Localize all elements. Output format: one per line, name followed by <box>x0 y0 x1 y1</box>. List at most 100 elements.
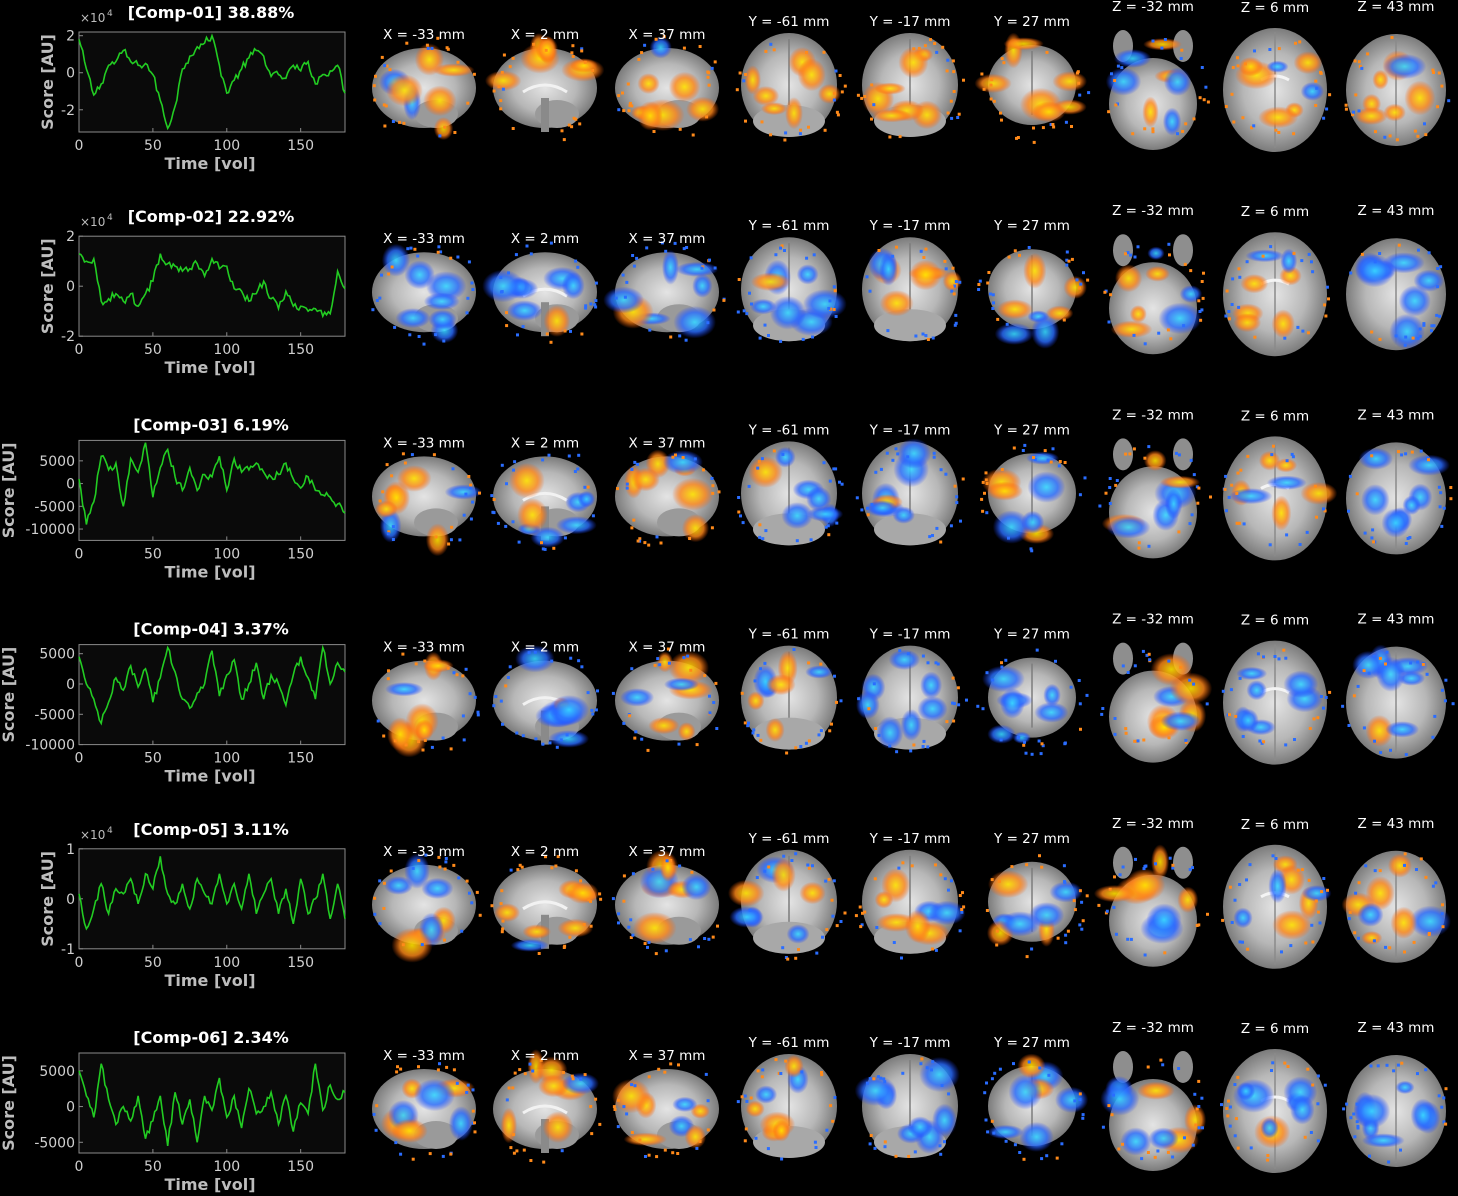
activation-voxel <box>689 668 693 672</box>
activation-voxel <box>1197 1105 1201 1108</box>
activation-voxel <box>591 68 595 72</box>
activation-voxel <box>860 923 864 927</box>
positive-activation-blob <box>1240 274 1269 294</box>
activation-voxel <box>1069 685 1073 689</box>
x-axis-label: Time [vol] <box>164 971 255 990</box>
activation-voxel <box>991 293 995 297</box>
activation-voxel <box>763 869 767 873</box>
activation-voxel <box>1180 48 1184 52</box>
activation-voxel <box>832 879 836 883</box>
activation-voxel <box>414 662 418 666</box>
x-tick-label: 150 <box>287 546 314 562</box>
activation-voxel <box>835 924 839 928</box>
activation-voxel <box>763 661 767 665</box>
activation-voxel <box>1064 941 1068 945</box>
activation-voxel <box>371 308 375 312</box>
activation-voxel <box>706 1099 710 1103</box>
negative-activation-blob <box>482 269 525 303</box>
activation-voxel <box>1177 530 1181 534</box>
activation-voxel <box>589 302 593 306</box>
negative-activation-blob <box>1233 907 1253 929</box>
negative-activation-blob <box>987 724 1016 744</box>
activation-voxel <box>594 1097 598 1101</box>
activation-voxel <box>688 938 692 942</box>
activation-voxel <box>744 1127 748 1131</box>
timeseries-plot-area <box>78 31 346 133</box>
activation-voxel <box>1449 486 1453 489</box>
activation-voxel <box>1253 335 1257 339</box>
activation-voxel <box>389 869 393 873</box>
activation-voxel <box>1352 694 1356 698</box>
activation-voxel <box>922 739 926 743</box>
negative-activation-blob <box>1260 1117 1279 1139</box>
activation-voxel <box>1221 918 1225 922</box>
negative-activation-blob <box>1236 666 1268 681</box>
activation-voxel <box>1151 127 1155 131</box>
activation-voxel <box>943 1140 946 1144</box>
brain-slice-5 <box>856 33 965 139</box>
activation-voxel <box>633 1084 637 1088</box>
activation-voxel <box>863 95 867 98</box>
activation-voxel <box>1388 946 1392 950</box>
activation-voxel <box>383 124 387 128</box>
activation-voxel <box>430 745 434 749</box>
activation-voxel <box>449 256 453 260</box>
activation-voxel <box>827 306 831 310</box>
y-axis-label: Score [AU] <box>38 238 57 334</box>
activation-voxel <box>436 250 440 254</box>
activation-voxel <box>1040 865 1044 869</box>
activation-voxel <box>1354 93 1358 97</box>
activation-voxel <box>1012 1062 1015 1066</box>
temporal-pole <box>1173 234 1193 267</box>
activation-voxel <box>1431 884 1435 888</box>
brain-slice-7 <box>1103 234 1205 355</box>
activation-voxel <box>473 1121 476 1125</box>
brain-slice-6 <box>980 443 1087 553</box>
activation-voxel <box>613 1108 617 1111</box>
activation-voxel <box>830 898 834 902</box>
negative-activation-blob <box>856 690 880 720</box>
negative-activation-blob <box>1026 451 1060 465</box>
activation-voxel <box>499 99 503 103</box>
negative-activation-blob <box>1301 885 1332 902</box>
activation-voxel <box>537 952 541 955</box>
activation-voxel <box>1422 323 1426 327</box>
activation-voxel <box>1262 655 1265 659</box>
activation-voxel <box>1308 727 1312 730</box>
activation-voxel <box>593 303 597 307</box>
activation-voxel <box>1324 696 1328 699</box>
brain-slice-8 <box>1221 844 1332 969</box>
y-tick-label: -5000 <box>34 499 75 515</box>
activation-voxel <box>1078 493 1082 497</box>
negative-activation-blob <box>506 300 543 321</box>
activation-voxel <box>874 727 878 730</box>
activation-voxel <box>373 98 377 102</box>
positive-activation-blob <box>898 46 929 79</box>
activation-voxel <box>574 117 578 121</box>
slice-label-y-minus61: Y = -61 mm <box>748 831 830 847</box>
activation-voxel <box>1073 1099 1077 1103</box>
activation-voxel <box>1323 1083 1327 1087</box>
slice-label-z-43: Z = 43 mm <box>1358 0 1435 15</box>
activation-voxel <box>1241 735 1245 738</box>
activation-voxel <box>515 731 519 735</box>
activation-voxel <box>926 661 930 665</box>
activation-voxel <box>1374 130 1377 134</box>
activation-voxel <box>758 535 762 539</box>
activation-voxel <box>830 722 833 726</box>
activation-voxel <box>711 935 715 939</box>
positive-activation-blob <box>1361 931 1383 945</box>
activation-voxel <box>995 943 999 947</box>
slice-label-x-minus33: X = -33 mm <box>383 27 465 43</box>
activation-voxel <box>1422 322 1426 326</box>
negative-activation-blob <box>404 853 430 889</box>
activation-voxel <box>804 741 808 745</box>
activation-voxel <box>468 692 472 696</box>
activation-voxel <box>570 125 574 129</box>
brain-slice-7 <box>1100 642 1213 763</box>
activation-voxel <box>621 91 624 95</box>
activation-voxel <box>834 315 838 318</box>
negative-activation-blob <box>876 716 904 750</box>
positive-activation-blob <box>522 924 552 939</box>
y-tick-label: -10000 <box>25 522 75 538</box>
